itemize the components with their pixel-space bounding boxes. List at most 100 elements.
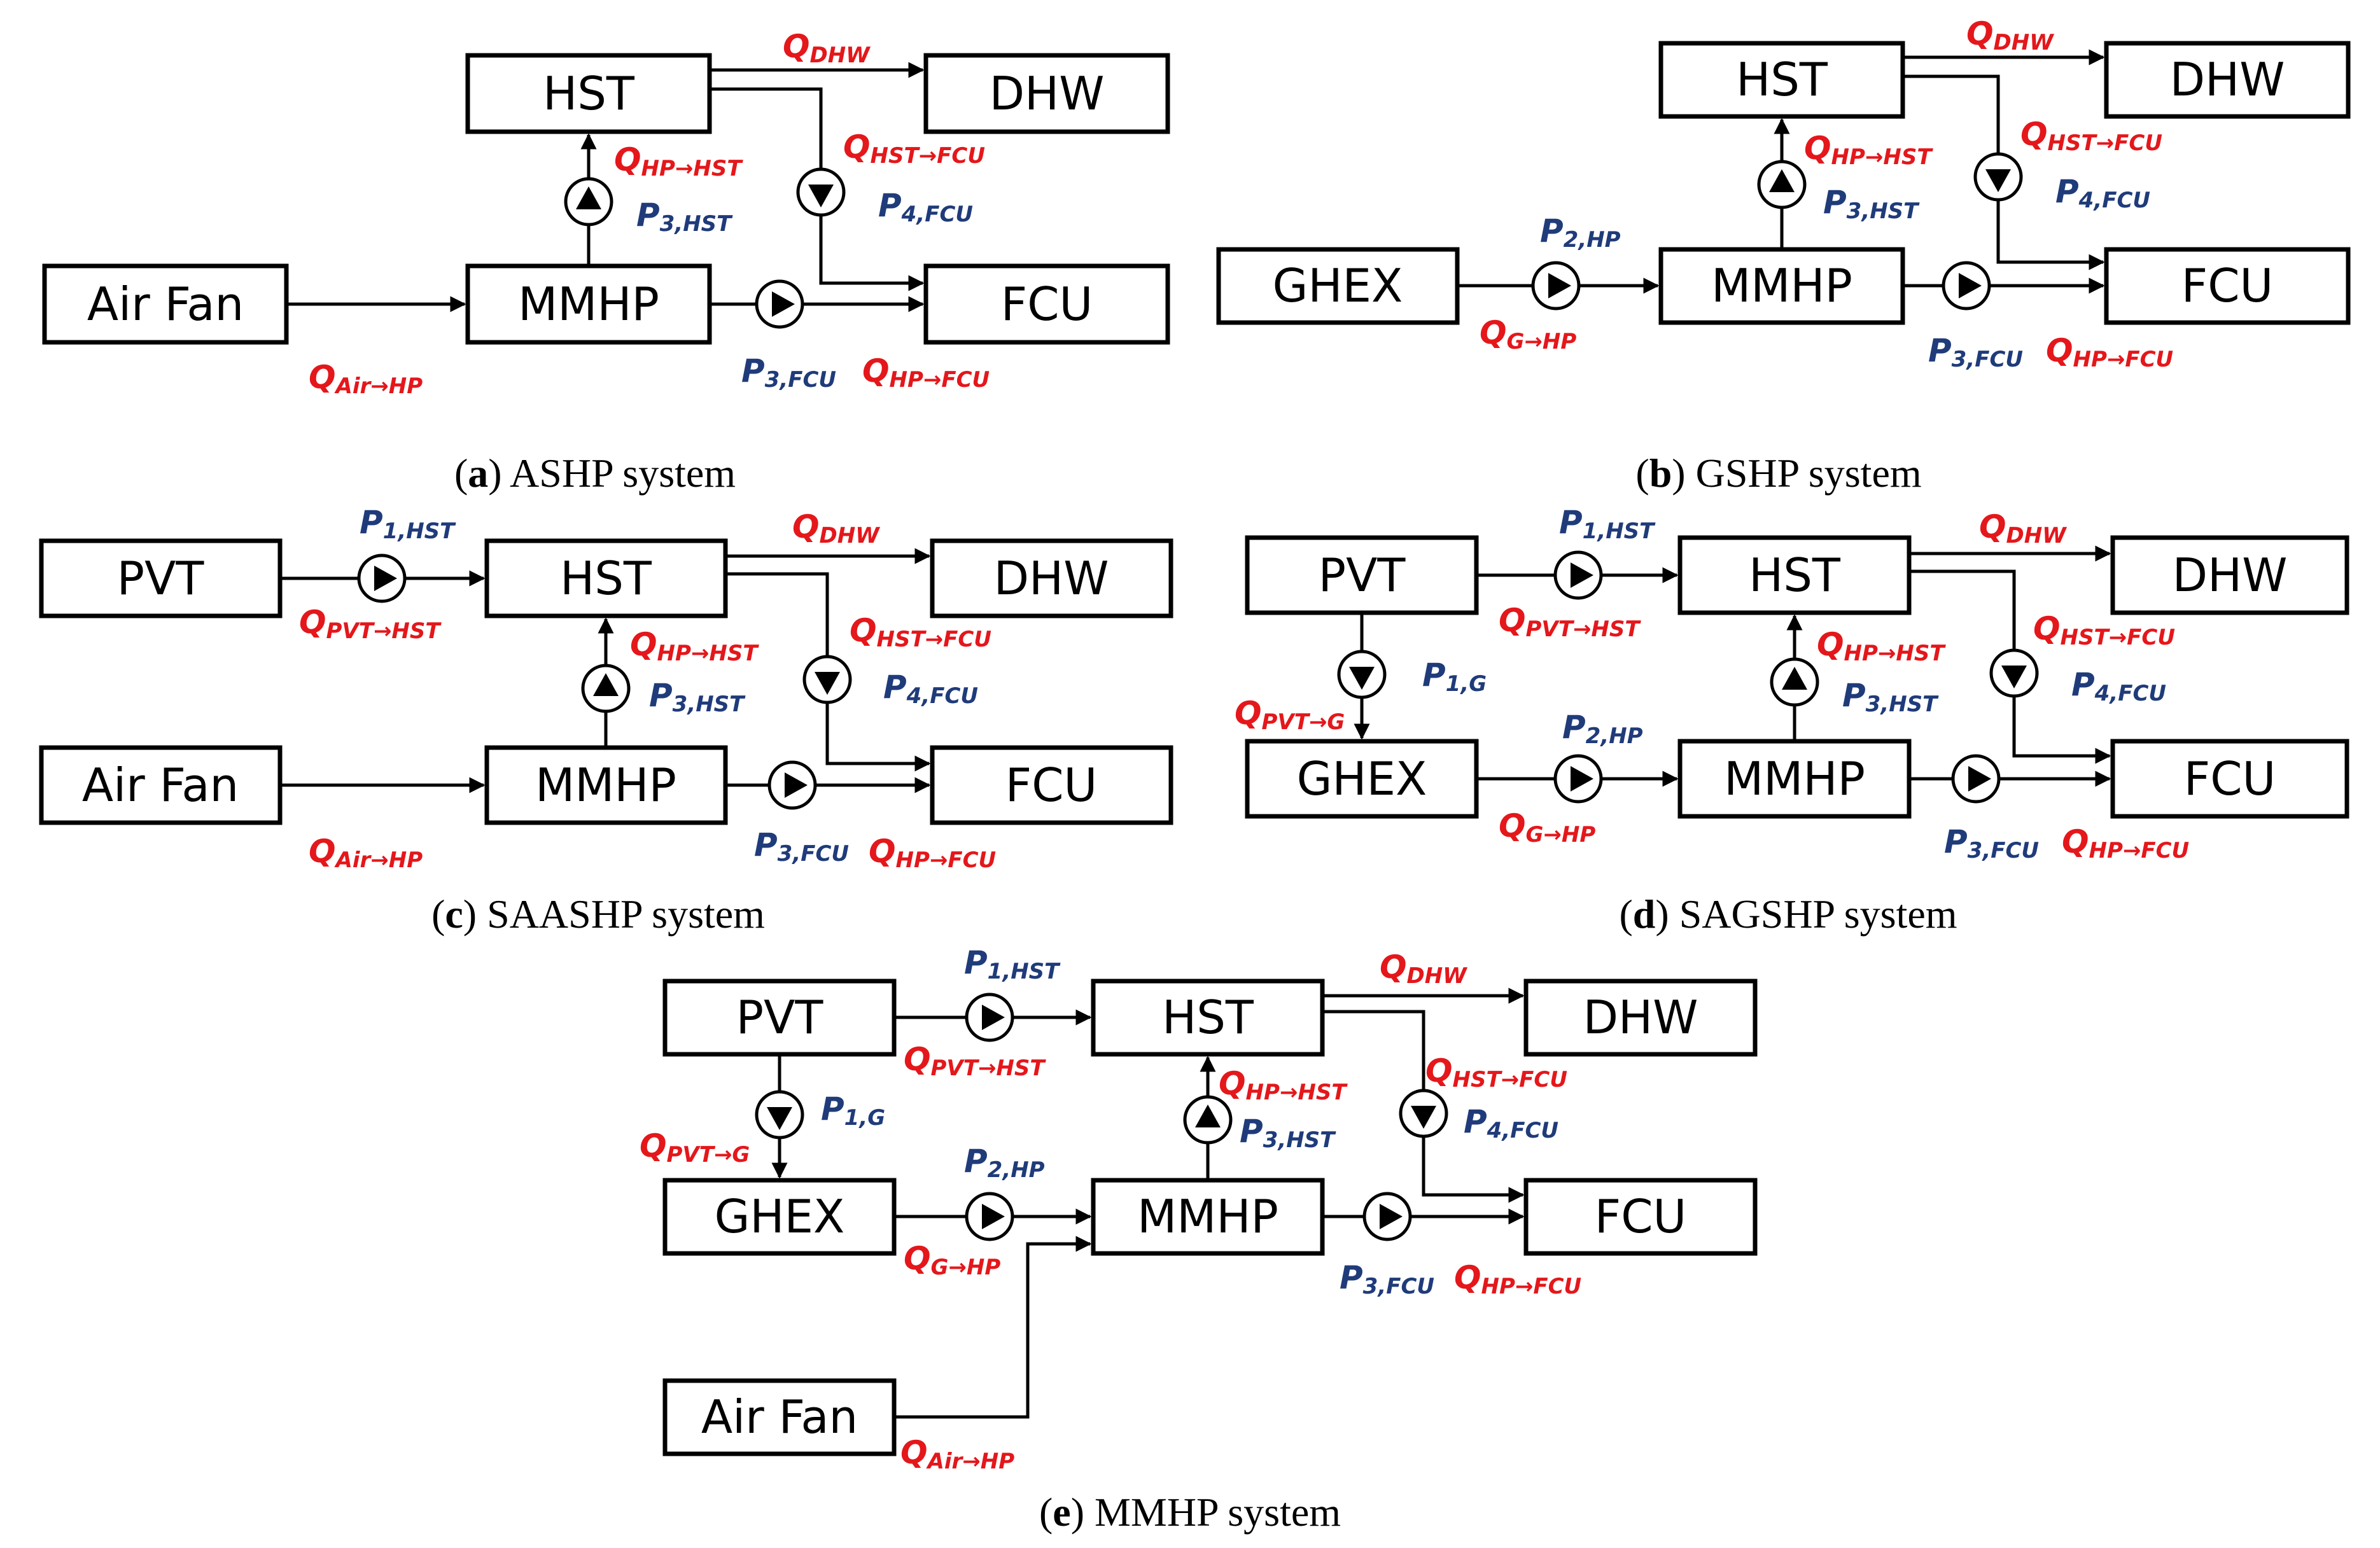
label-q-hp-hst: QHP→HST: [1219, 1065, 1348, 1105]
label-q-g-hp: QG→HP: [1480, 314, 1576, 354]
label-p3-hst: P3,HST: [649, 677, 746, 717]
label-p4-fcu: P4,FCU: [878, 187, 973, 227]
label-q-air-hp: QAir→HP: [900, 1434, 1014, 1474]
block-ghex: GHEX: [1216, 247, 1460, 325]
label-p1-hst: P1,HST: [1559, 504, 1656, 544]
label-p1-g: P1,G: [821, 1091, 885, 1131]
pump-icon: [1183, 1095, 1233, 1145]
pump-icon: [1942, 261, 1991, 310]
pump-icon: [1770, 657, 1819, 707]
label-q-hp-hst: QHP→HST: [1817, 626, 1946, 666]
flow-line: [894, 1236, 1092, 1419]
block-ghex: GHEX: [1245, 739, 1479, 819]
label-q-hst-fcu: QHST→FCU: [2033, 610, 2175, 650]
label-p3-fcu: P3,FCU: [1944, 823, 2039, 863]
block-dhw: DHW: [923, 53, 1170, 134]
label-q-g-hp: QG→HP: [904, 1240, 1000, 1280]
label-q-hp-fcu: QHP→FCU: [2046, 332, 2173, 372]
label-q-air-hp: QAir→HP: [309, 833, 423, 873]
label-q-hp-fcu: QHP→FCU: [869, 833, 996, 873]
pump-icon: [1362, 1192, 1412, 1241]
block-label: PVT: [117, 552, 205, 605]
label-q-dhw: QDHW: [783, 28, 871, 68]
label-p1-hst: P1,HST: [360, 504, 456, 544]
label-q-pvt-hst: QPVT→HST: [299, 604, 442, 644]
block-fcu: FCU: [923, 263, 1170, 345]
block-label: DHW: [990, 67, 1105, 120]
block-hst: HST: [465, 53, 712, 134]
block-label: HST: [1162, 991, 1254, 1044]
panel-mmhp: PVT HST DHW GHEX MMHP FCU Air Fan: [640, 944, 1758, 1535]
block-label: GHEX: [1297, 752, 1427, 805]
block-air-fan: Air Fan: [662, 1378, 897, 1456]
caption-c: (c) SAASHP system: [431, 891, 765, 937]
pump-icon: [965, 993, 1014, 1042]
block-label: MMHP: [535, 758, 676, 812]
pump-icon: [1531, 261, 1581, 310]
label-q-hp-fcu: QHP→FCU: [862, 352, 990, 393]
label-p3-hst: P3,HST: [636, 197, 733, 237]
pump-icon: [1757, 160, 1807, 209]
pump-icon: [1553, 754, 1603, 804]
panel-sagshp: PVT HST DHW GHEX MMHP FCU: [1235, 504, 2349, 937]
pump-icon: [1553, 550, 1603, 600]
label-p4-fcu: P4,FCU: [2071, 666, 2166, 706]
label-q-hst-fcu: QHST→FCU: [1425, 1052, 1567, 1092]
block-label: DHW: [994, 552, 1109, 605]
block-hst: HST: [1677, 535, 1912, 615]
block-label: GHEX: [1273, 259, 1403, 312]
panel-saashp: PVT HST DHW Air Fan MMHP FCU: [39, 504, 1173, 937]
label-q-hp-hst: QHP→HST: [630, 626, 759, 666]
label-q-hp-hst: QHP→HST: [1804, 130, 1933, 170]
pump-icon: [1989, 648, 2039, 698]
block-label: FCU: [1005, 758, 1097, 812]
label-p3-hst: P3,HST: [1842, 677, 1939, 717]
block-label: PVT: [1319, 548, 1406, 602]
block-dhw: DHW: [2104, 41, 2351, 119]
label-q-hp-hst: QHP→HST: [614, 141, 743, 181]
caption-d: (d) SAGSHP system: [1619, 891, 1957, 937]
label-p3-hst: P3,HST: [1240, 1113, 1336, 1153]
block-label: FCU: [1001, 277, 1093, 331]
block-air-fan: Air Fan: [39, 745, 283, 825]
block-label: MMHP: [1711, 259, 1852, 312]
pump-icon: [1951, 754, 2001, 804]
block-mmhp: MMHP: [1091, 1178, 1325, 1256]
panel-ashp: HST DHW Air Fan MMHP FCU: [42, 28, 1170, 496]
block-label: HST: [1736, 53, 1828, 106]
block-pvt: PVT: [1245, 535, 1479, 615]
pump-icon: [796, 167, 846, 217]
pump-icon: [581, 664, 631, 713]
label-q-hp-fcu: QHP→FCU: [1454, 1259, 1581, 1299]
block-pvt: PVT: [662, 979, 897, 1057]
label-q-hst-fcu: QHST→FCU: [850, 612, 991, 652]
block-label: MMHP: [518, 277, 659, 331]
block-label: HST: [543, 67, 635, 120]
block-ghex: GHEX: [662, 1178, 897, 1256]
label-q-pvt-g: QPVT→G: [640, 1127, 750, 1168]
block-label: Air Fan: [87, 277, 244, 331]
block-label: Air Fan: [701, 1390, 858, 1444]
panel-gshp: HST DHW GHEX MMHP FCU: [1216, 15, 2351, 496]
pump-icon: [357, 554, 407, 603]
label-q-hst-fcu: QHST→FCU: [843, 129, 985, 169]
label-p2-hp: P2,HP: [1562, 709, 1643, 749]
label-q-hst-fcu: QHST→FCU: [2020, 116, 2162, 156]
block-mmhp: MMHP: [1658, 247, 1905, 325]
block-label: PVT: [736, 991, 824, 1044]
label-q-hp-fcu: QHP→FCU: [2062, 823, 2189, 863]
block-label: HST: [560, 552, 652, 605]
label-p3-fcu: P3,FCU: [754, 826, 849, 867]
block-hst: HST: [1658, 41, 1905, 119]
block-dhw: DHW: [930, 538, 1173, 618]
block-hst: HST: [1091, 979, 1325, 1057]
block-air-fan: Air Fan: [42, 263, 289, 345]
label-q-dhw: QDHW: [1966, 15, 2054, 55]
label-p3-fcu: P3,FCU: [741, 352, 836, 393]
label-q-pvt-g: QPVT→G: [1235, 695, 1345, 735]
caption-e: (e) MMHP system: [1039, 1489, 1341, 1535]
label-q-air-hp: QAir→HP: [309, 359, 423, 399]
label-q-dhw: QDHW: [792, 508, 880, 548]
block-fcu: FCU: [1523, 1178, 1758, 1256]
